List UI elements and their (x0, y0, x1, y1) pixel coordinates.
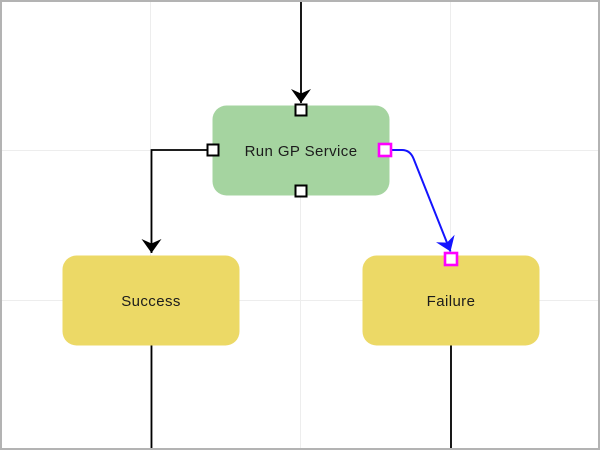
node-run-gp-service-shape[interactable] (212, 105, 390, 196)
port-run-gp-service-bottom[interactable] (294, 184, 308, 198)
node-failure-label: Failure (427, 293, 476, 310)
edge-run-gp-service-to-success[interactable] (141, 149, 208, 253)
node-success-label: Success (121, 293, 181, 310)
node-run-gp-service-label: Run GP Service (245, 143, 358, 160)
port-failure-top[interactable] (443, 251, 459, 267)
node-failure[interactable]: Failure (362, 255, 540, 346)
node-failure-shape[interactable] (362, 255, 540, 346)
edge-run-gp-service-to-failure[interactable] (391, 149, 455, 252)
ports (206, 103, 459, 267)
nodes: Run GP Service Success Failure (62, 105, 540, 346)
edges (141, 2, 455, 448)
port-run-gp-service-left[interactable] (206, 143, 220, 157)
node-run-gp-service[interactable]: Run GP Service (212, 105, 390, 196)
port-run-gp-service-top[interactable] (294, 103, 308, 117)
node-success[interactable]: Success (62, 255, 240, 346)
node-success-shape[interactable] (62, 255, 240, 346)
port-run-gp-service-right[interactable] (377, 142, 393, 158)
